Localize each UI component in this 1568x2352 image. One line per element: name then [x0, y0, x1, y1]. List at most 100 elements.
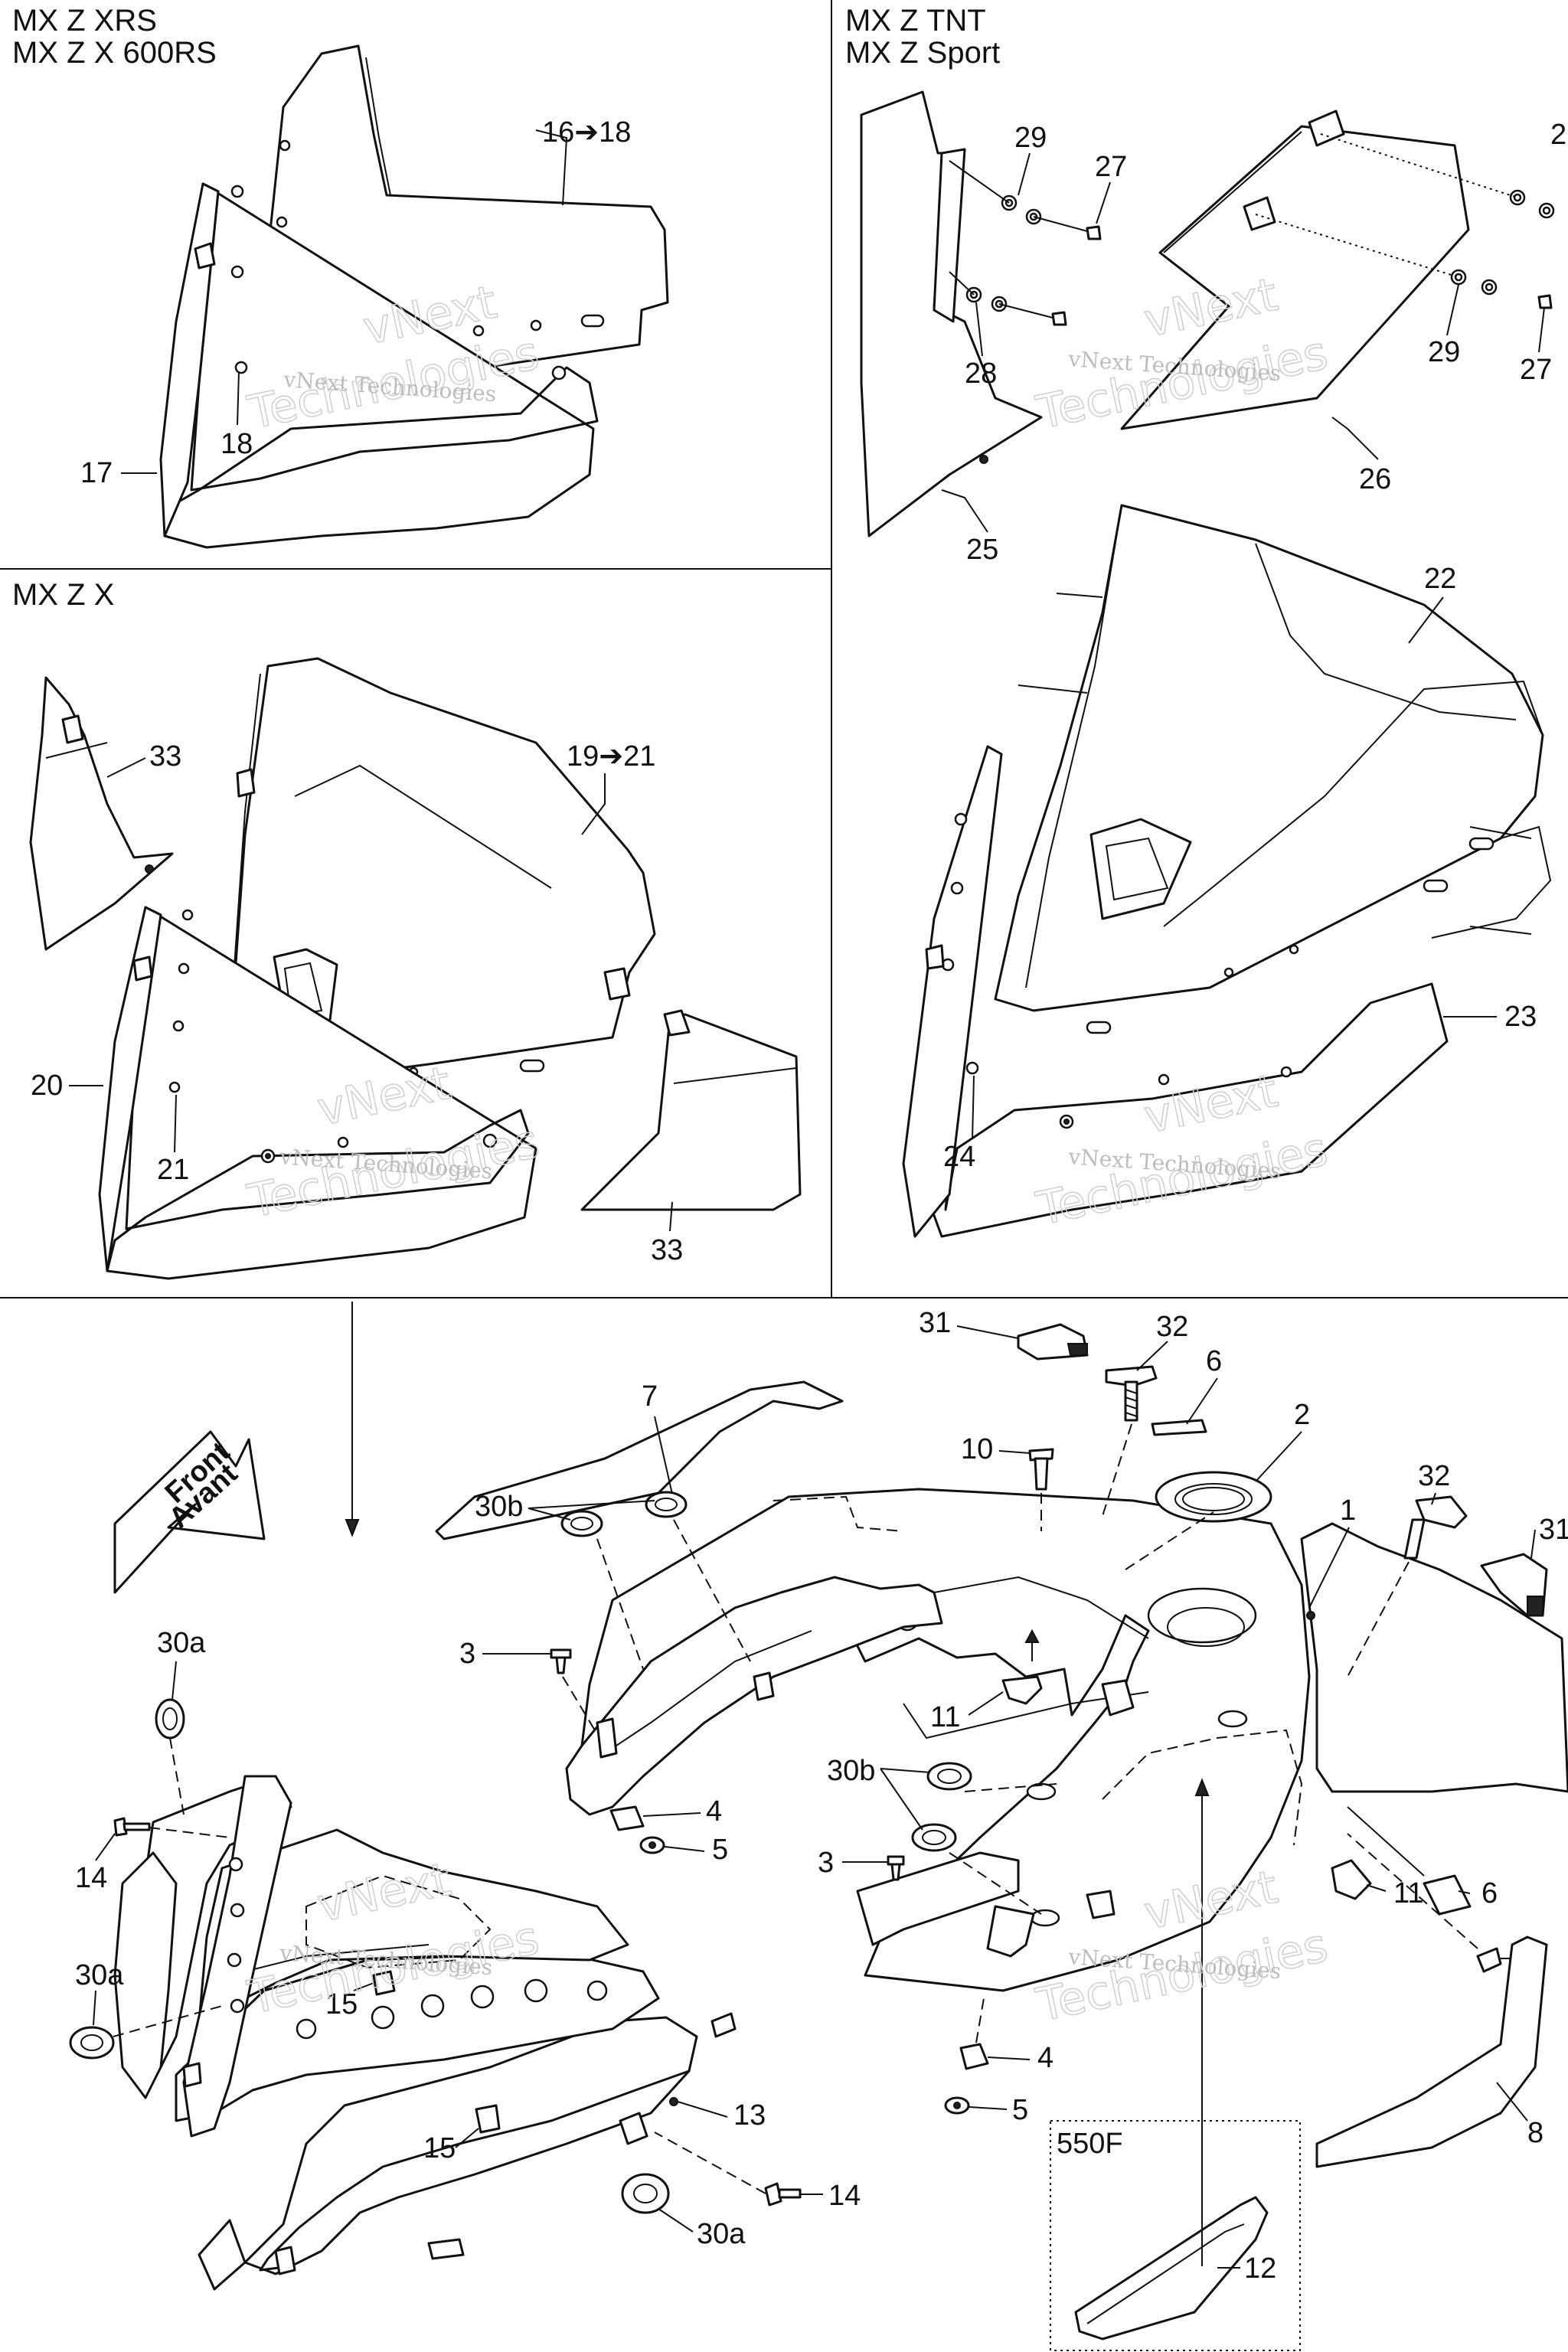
screw-14-right	[764, 2182, 802, 2207]
callout-16-18: 16➔18	[542, 116, 631, 149]
latch-31-top	[1017, 1323, 1089, 1361]
screw-3-top	[550, 1648, 572, 1674]
callout-31b: 31	[1539, 1514, 1568, 1546]
windshield-22	[994, 504, 1552, 1034]
callout-3a: 3	[459, 1638, 475, 1670]
svg-text:Technologies: Technologies	[1032, 326, 1333, 440]
callout-1: 1	[1340, 1494, 1356, 1527]
panel-title-tnt: MX Z TNT	[845, 4, 986, 38]
front-direction-arrow: Front Avant	[113, 1430, 266, 1594]
side-deflector-26	[1120, 109, 1470, 430]
side-deflector-33-top	[29, 676, 174, 951]
trim-8	[1315, 1936, 1548, 2168]
clip-4-top	[609, 1805, 645, 1831]
callout-22: 22	[1424, 563, 1456, 595]
panel-title-xrs: MX Z XRS	[12, 4, 157, 38]
grommets-30b-lower	[911, 1762, 972, 1852]
clip-4-lower	[959, 2043, 989, 2070]
callout-29a: 29	[1014, 122, 1047, 154]
plate-6-right	[1423, 1874, 1472, 1916]
callout-26: 26	[1359, 463, 1391, 495]
plate-6-top	[1151, 1419, 1207, 1436]
callout-4a: 4	[706, 1795, 722, 1828]
side-deflector-25	[860, 90, 1043, 537]
panel-title-x600rs: MX Z X 600RS	[12, 36, 217, 70]
grommet-30a-bottom	[621, 2173, 670, 2214]
clip-15-lower	[475, 2104, 501, 2134]
latch-pin-32-top	[1105, 1365, 1158, 1422]
callout-28: 28	[965, 358, 997, 390]
hood-center-panel	[565, 1576, 943, 1816]
panel-title-sport: MX Z Sport	[845, 36, 1000, 70]
hardware-27-29	[949, 133, 1555, 326]
lead-16-18	[535, 129, 568, 206]
callout-21: 21	[157, 1154, 189, 1186]
screw-14-left	[113, 1817, 151, 1837]
callout-5a: 5	[712, 1834, 728, 1866]
callout-15a: 15	[325, 1988, 358, 2020]
clip-11-right	[1331, 1859, 1372, 1900]
callout-6a: 6	[1206, 1345, 1222, 1377]
callout-19-21: 19➔21	[567, 740, 655, 773]
latch-pin-32-right	[1403, 1495, 1468, 1560]
clip-11-center	[1001, 1675, 1043, 1705]
pad-12	[1074, 2196, 1269, 2341]
callout-4b: 4	[1037, 2042, 1054, 2074]
callout-25: 25	[966, 534, 998, 566]
panel-title-mxzx: MX Z X	[12, 578, 114, 612]
side-panel-20	[98, 906, 537, 1280]
grommet-30a-top	[155, 1698, 185, 1740]
callout-15b: 15	[423, 2132, 456, 2164]
callout-27b: 27	[1520, 354, 1552, 386]
callout-30b-lower: 30b	[827, 1755, 875, 1787]
callout-12: 12	[1244, 2252, 1276, 2285]
side-panel-23	[902, 745, 1449, 1238]
trim-7	[435, 1380, 844, 1540]
callout-14a: 14	[75, 1862, 107, 1894]
callout-13: 13	[733, 2099, 766, 2132]
screw-10	[1028, 1448, 1054, 1491]
callout-33b: 33	[651, 1234, 683, 1266]
callout-18: 18	[220, 428, 253, 460]
callout-33a: 33	[149, 740, 181, 773]
callout-14b: 14	[828, 2180, 861, 2212]
callout-30a-middle: 30a	[75, 1959, 124, 1991]
callout-27a: 27	[1095, 151, 1127, 183]
screw-9	[1476, 1947, 1502, 1973]
callout-29c: 2	[1550, 119, 1566, 151]
side-assembly-13	[113, 1775, 737, 2291]
callout-23: 23	[1504, 1001, 1537, 1033]
callout-7: 7	[642, 1380, 658, 1413]
callout-32b: 32	[1418, 1460, 1450, 1492]
grommet-30a-middle	[69, 2026, 115, 2060]
callout-11a: 11	[930, 1701, 960, 1733]
callout-10: 10	[961, 1433, 993, 1465]
inset-box-550f	[1050, 2120, 1301, 2351]
callout-30a-top: 30a	[157, 1627, 206, 1659]
clip-15-upper	[372, 1970, 396, 1996]
grommets-30b-top	[560, 1491, 688, 1537]
callout-30a-bottom: 30a	[697, 2218, 746, 2250]
callout-11b: 11	[1393, 1877, 1423, 1909]
side-panel-17	[159, 182, 599, 549]
callout-17: 17	[80, 457, 113, 489]
callout-24: 24	[943, 1141, 975, 1173]
callout-30b-top: 30b	[475, 1491, 523, 1523]
callout-8: 8	[1527, 2117, 1544, 2149]
callout-32a: 32	[1156, 1311, 1188, 1343]
side-deflector-33-bottom	[580, 1009, 802, 1211]
callout-6b: 6	[1481, 1877, 1498, 1909]
screw-3-bottom	[887, 1855, 905, 1881]
latch-31-right	[1480, 1553, 1548, 1617]
callout-20: 20	[31, 1070, 63, 1102]
gauge-ring-2	[1155, 1471, 1272, 1523]
nut-5-lower	[944, 2096, 970, 2115]
callout-31a: 31	[919, 1307, 951, 1339]
callout-29b: 29	[1428, 336, 1460, 368]
callout-5b: 5	[1012, 2094, 1028, 2126]
nut-5-top	[639, 1836, 665, 1854]
lead-18	[237, 371, 240, 426]
callout-3b: 3	[818, 1847, 834, 1879]
inset-title-550f: 550F	[1057, 2128, 1123, 2160]
